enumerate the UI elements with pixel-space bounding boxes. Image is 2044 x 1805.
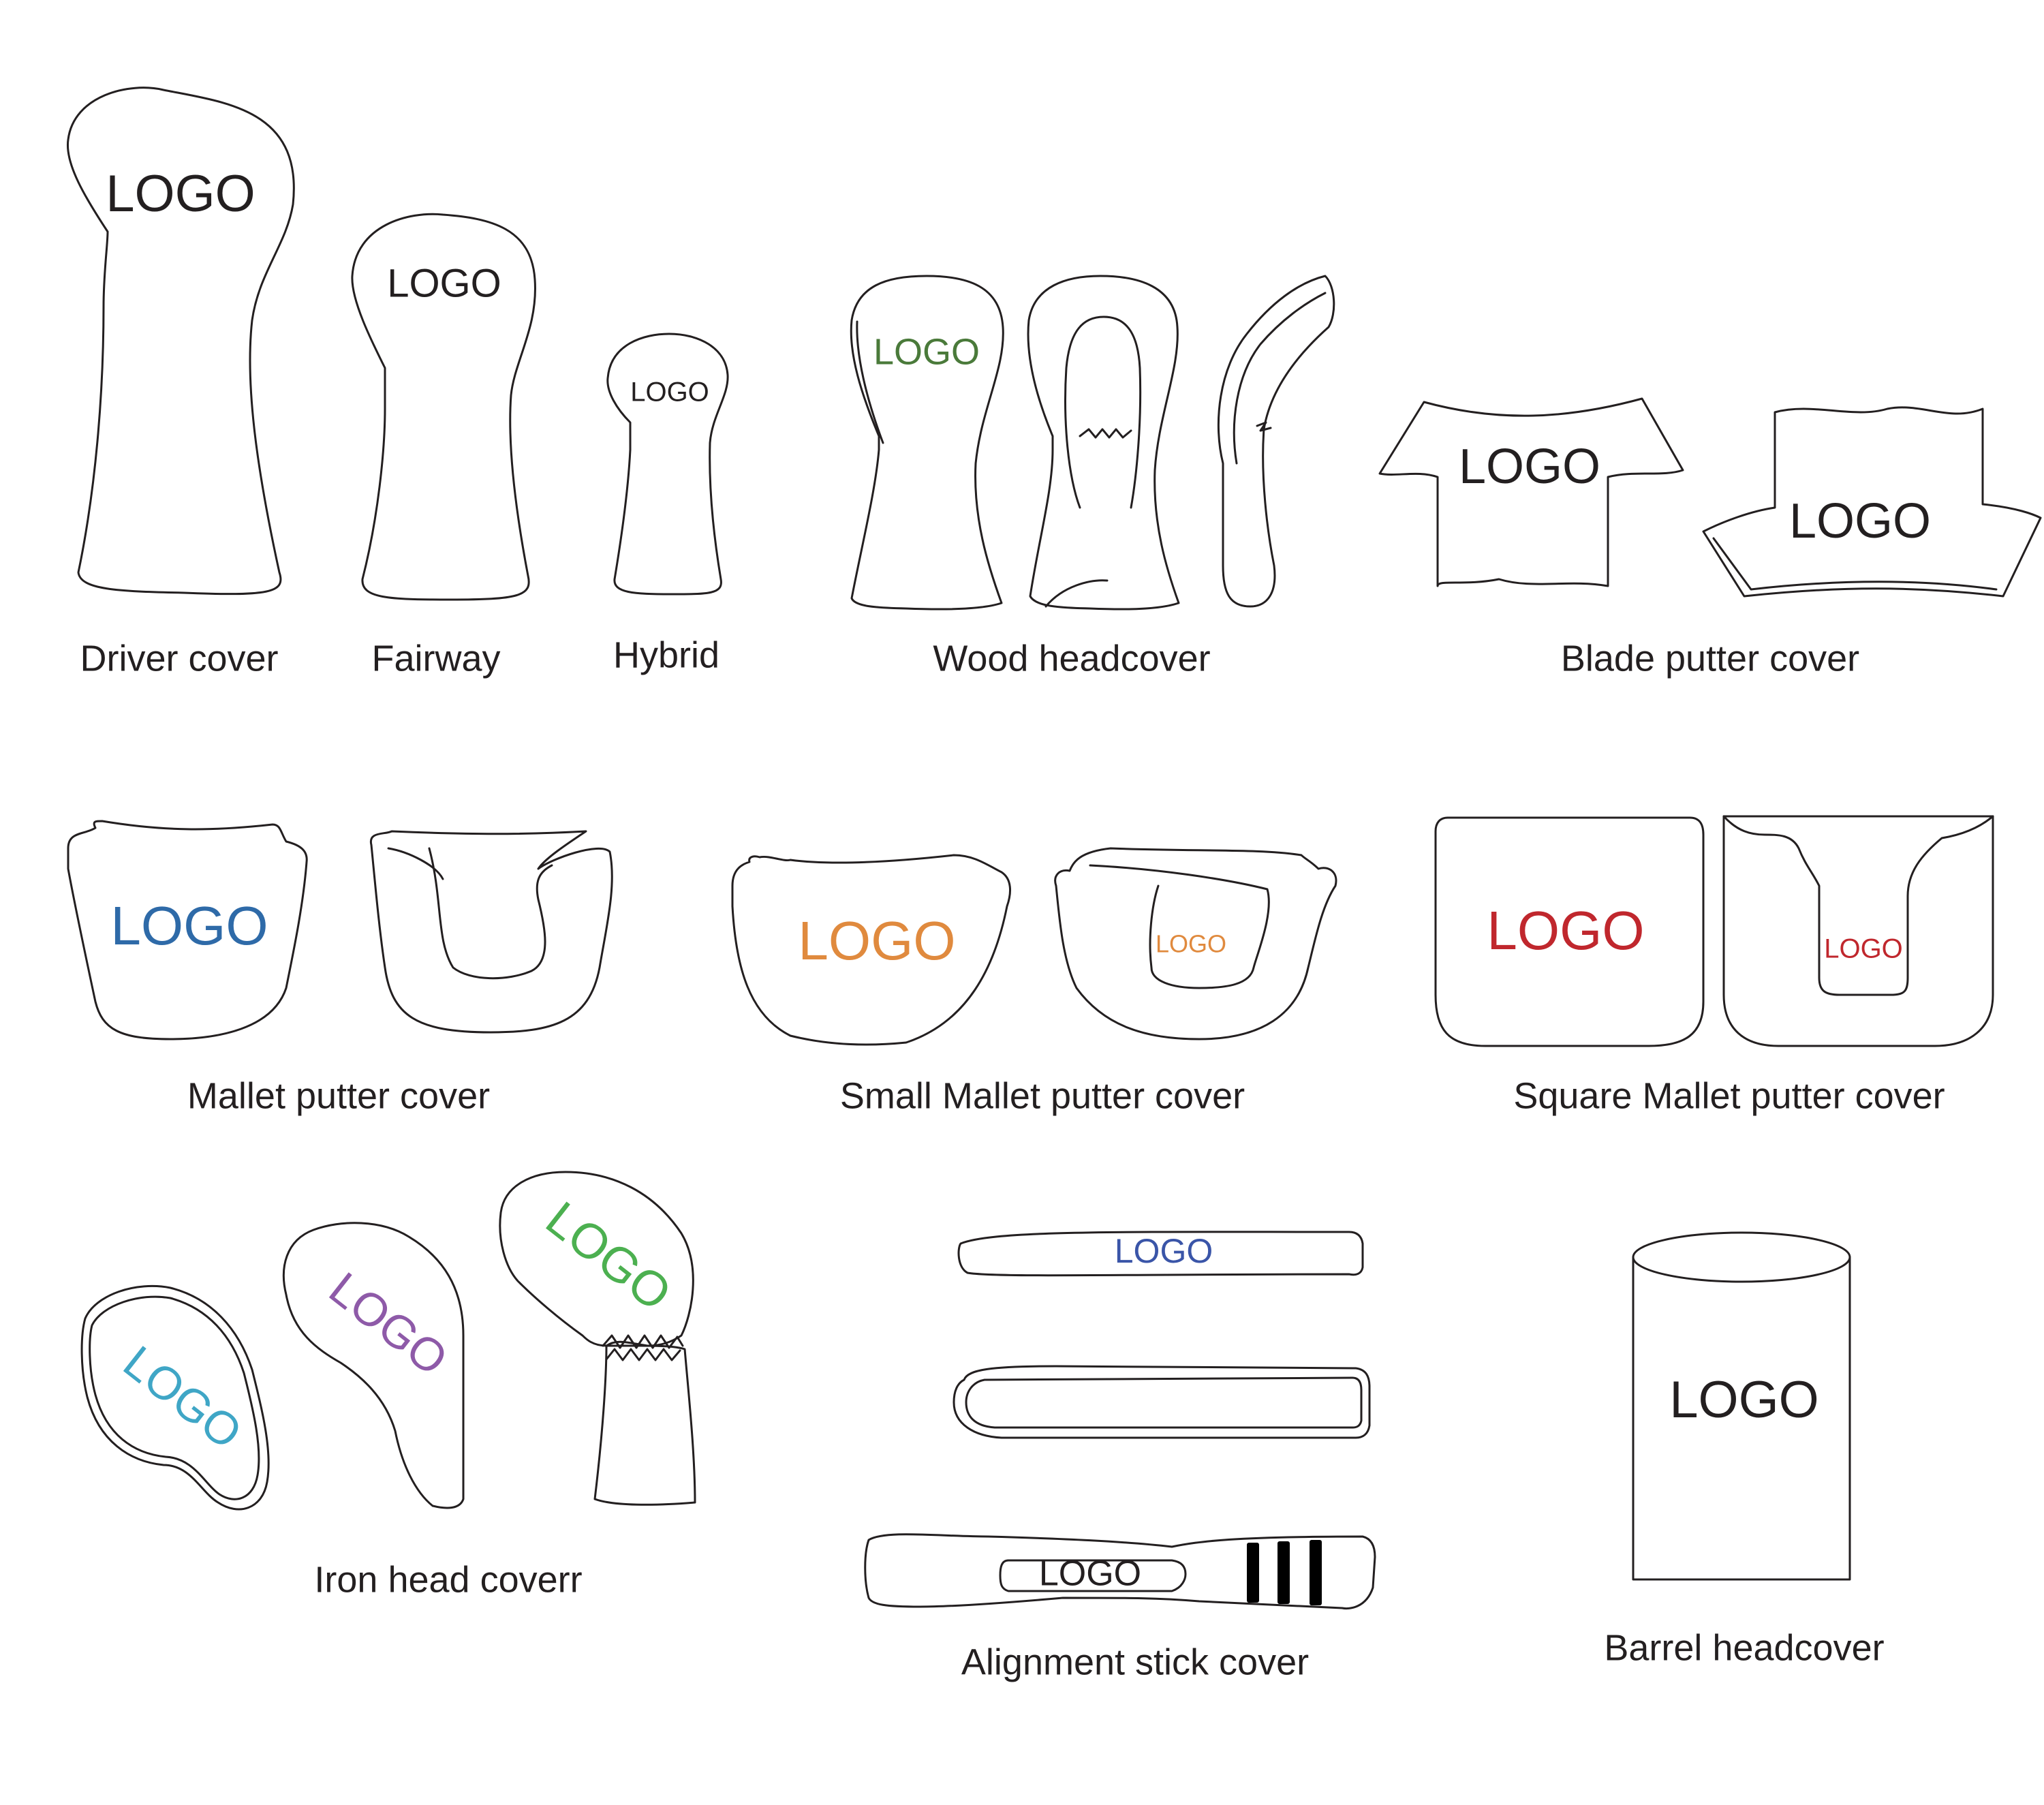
hybrid-drawing: LOGO (606, 333, 729, 596)
barrel-logo: LOGO (1669, 1371, 1819, 1429)
alignment-cover-1-drawing: LOGO (957, 1231, 1364, 1277)
barrel-headcover-drawing: LOGO (1632, 1231, 1851, 1581)
square-mallet-caption: Square Mallet putter cover (1513, 1075, 1945, 1116)
small-mallet-caption: Small Mallet putter cover (840, 1075, 1245, 1116)
driver-cover-drawing: LOGO (66, 87, 295, 596)
blade-right-logo: LOGO (1789, 494, 1931, 549)
square-mallet-front-logo: LOGO (1487, 900, 1644, 961)
iron-cover-1-drawing: LOGO (80, 1284, 270, 1511)
alignment-cover-2-drawing (953, 1365, 1371, 1439)
hybrid-logo: LOGO (630, 377, 709, 407)
blade-putter-right-drawing: LOGO (1702, 406, 2042, 598)
mallet-caption: Mallet putter cover (187, 1075, 490, 1116)
barrel-caption: Barrel headcover (1604, 1627, 1884, 1668)
alignment-1-logo: LOGO (1115, 1232, 1213, 1270)
driver-logo: LOGO (106, 165, 256, 223)
iron-cover-3-drawing: LOGO (499, 1171, 696, 1506)
mallet-front-logo: LOGO (110, 895, 268, 956)
blade-caption: Blade putter cover (1561, 638, 1859, 679)
square-mallet-back-drawing: LOGO (1722, 815, 1994, 1047)
square-mallet-front-drawing: LOGO (1434, 816, 1705, 1047)
driver-caption: Driver cover (80, 638, 278, 679)
small-mallet-back-logo: LOGO (1156, 930, 1226, 958)
wood-front-logo: LOGO (873, 331, 980, 372)
iron-caption: Iron head coverr (314, 1559, 582, 1600)
blade-putter-left-drawing: LOGO (1378, 397, 1684, 587)
wood-caption: Wood headcover (933, 638, 1210, 679)
square-mallet-back-logo: LOGO (1824, 934, 1903, 964)
small-mallet-front-drawing: LOGO (731, 854, 1011, 1046)
alignment-caption: Alignment stick cover (961, 1641, 1309, 1682)
blade-left-logo: LOGO (1459, 439, 1600, 494)
fairway-logo: LOGO (387, 261, 501, 305)
fairway-drawing: LOGO (351, 213, 536, 601)
wood-headcover-side-drawing (1217, 275, 1335, 608)
fairway-caption: Fairway (371, 638, 500, 679)
alignment-3-logo: LOGO (1039, 1554, 1141, 1594)
hybrid-caption: Hybrid (613, 634, 719, 675)
stripe-1 (1247, 1543, 1259, 1603)
stripe-3 (1310, 1540, 1322, 1605)
stripe-2 (1278, 1541, 1290, 1604)
mallet-back-drawing (369, 830, 613, 1034)
iron-cover-2-drawing: LOGO (282, 1222, 465, 1509)
wood-headcover-front-drawing: LOGO (850, 275, 1004, 611)
small-mallet-front-logo: LOGO (798, 910, 955, 971)
alignment-cover-3-drawing: LOGO (864, 1533, 1376, 1609)
wood-headcover-back-drawing (1027, 275, 1180, 611)
small-mallet-back-drawing: LOGO (1054, 847, 1337, 1040)
mallet-front-drawing: LOGO (67, 820, 308, 1040)
